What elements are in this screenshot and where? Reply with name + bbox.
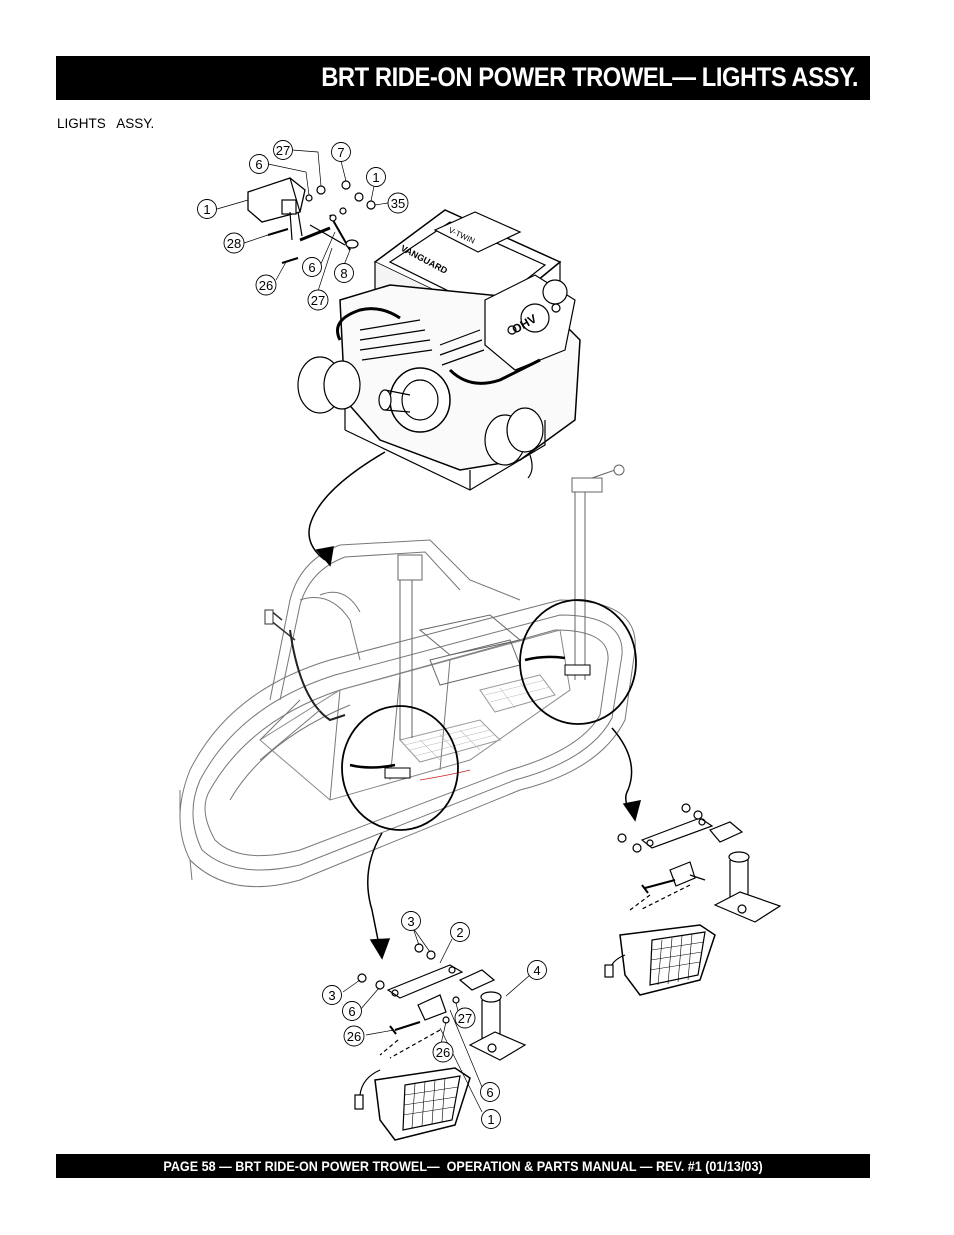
callout-light-3b: 3 (322, 985, 342, 1005)
svg-text:28: 28 (227, 236, 241, 251)
svg-text:4: 4 (533, 963, 540, 978)
right-light-detail (604, 803, 782, 996)
callout-engine-27b: 27 (307, 289, 329, 311)
svg-text:6: 6 (486, 1085, 493, 1100)
light-callout-leaders (342, 927, 531, 1113)
svg-text:7: 7 (337, 145, 344, 160)
svg-text:27: 27 (458, 1011, 472, 1026)
svg-text:35: 35 (391, 196, 405, 211)
svg-text:2: 2 (456, 925, 463, 940)
callout-light-6b: 6 (480, 1082, 500, 1102)
wire-accent (419, 769, 471, 781)
callout-light-27: 27 (454, 1007, 476, 1029)
callout-light-6a: 6 (342, 1001, 362, 1021)
callout-light-4: 4 (527, 960, 547, 980)
callout-light-1: 1 (481, 1109, 501, 1129)
callout-engine-8: 8 (334, 263, 354, 283)
page-title: BRT RIDE-ON POWER TROWEL— LIGHTS ASSY. (321, 62, 858, 92)
callout-engine-26: 26 (255, 274, 277, 296)
svg-text:27: 27 (311, 293, 325, 308)
svg-text:27: 27 (276, 143, 290, 158)
svg-text:6: 6 (255, 157, 262, 172)
callout-engine-28: 28 (223, 232, 245, 254)
trowel-frame (179, 464, 636, 888)
callout-light-26b: 26 (432, 1041, 454, 1063)
engine-callouts: 27 6 7 1 1 35 28 6 8 26 27 (197, 140, 409, 311)
engine-illustration: V-TWIN VANGUARD OHV (297, 209, 581, 491)
section-label: LIGHTS ASSY. (57, 116, 155, 131)
left-light-detail (354, 943, 527, 1141)
callout-engine-1a: 1 (366, 167, 386, 187)
callout-engine-35: 35 (387, 192, 409, 214)
svg-text:6: 6 (308, 260, 315, 275)
svg-text:1: 1 (372, 170, 379, 185)
svg-text:26: 26 (259, 278, 273, 293)
light-callouts: 3 2 4 3 6 27 26 26 6 1 (322, 911, 547, 1129)
callout-light-26a: 26 (343, 1025, 365, 1047)
engine-callout-leaders (216, 149, 389, 292)
svg-text:6: 6 (348, 1004, 355, 1019)
callout-light-2: 2 (450, 922, 470, 942)
callout-engine-7: 7 (331, 142, 351, 162)
callout-engine-1b: 1 (197, 199, 217, 219)
svg-text:8: 8 (340, 266, 347, 281)
svg-text:1: 1 (203, 202, 210, 217)
callout-engine-6b: 6 (302, 257, 322, 277)
page-footer-bar: PAGE 58 — BRT RIDE-ON POWER TROWEL— OPER… (56, 1154, 870, 1178)
engine-light-parts (247, 177, 376, 264)
svg-text:3: 3 (407, 914, 414, 929)
callout-engine-6a: 6 (249, 154, 269, 174)
callout-engine-27a: 27 (273, 140, 293, 160)
svg-text:3: 3 (328, 988, 335, 1003)
page-header-bar: BRT RIDE-ON POWER TROWEL— LIGHTS ASSY. (56, 56, 870, 100)
detail-circles (341, 599, 637, 831)
flow-arrows (308, 451, 642, 960)
svg-text:26: 26 (436, 1045, 450, 1060)
svg-text:1: 1 (487, 1112, 494, 1127)
page-footer-text: PAGE 58 — BRT RIDE-ON POWER TROWEL— OPER… (163, 1158, 763, 1174)
svg-text:26: 26 (347, 1029, 361, 1044)
callout-light-3a: 3 (401, 911, 421, 931)
